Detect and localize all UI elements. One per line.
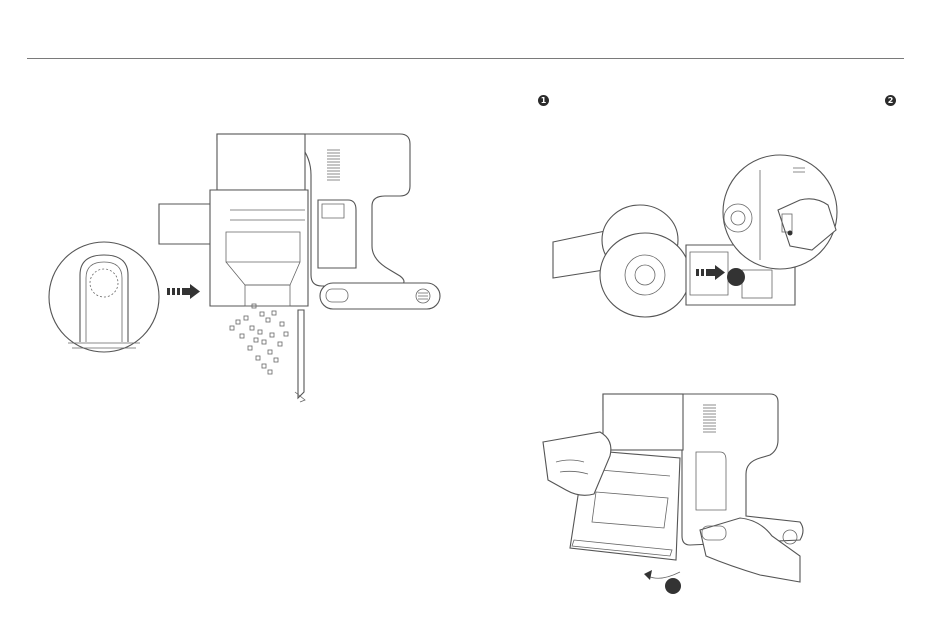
remove-dust-bin-illustration: [543, 394, 803, 594]
latch-zoom-circle: [723, 155, 837, 269]
empty-dust-bin-illustration: [49, 134, 440, 402]
dust-debris: [230, 304, 288, 374]
push-arrow-icon: [167, 284, 200, 299]
step-marker-dot: [727, 268, 745, 286]
release-bin-latch-illustration: [553, 155, 837, 317]
step-marker-dot: [665, 578, 681, 594]
zoom-circle-detail: [49, 242, 159, 352]
